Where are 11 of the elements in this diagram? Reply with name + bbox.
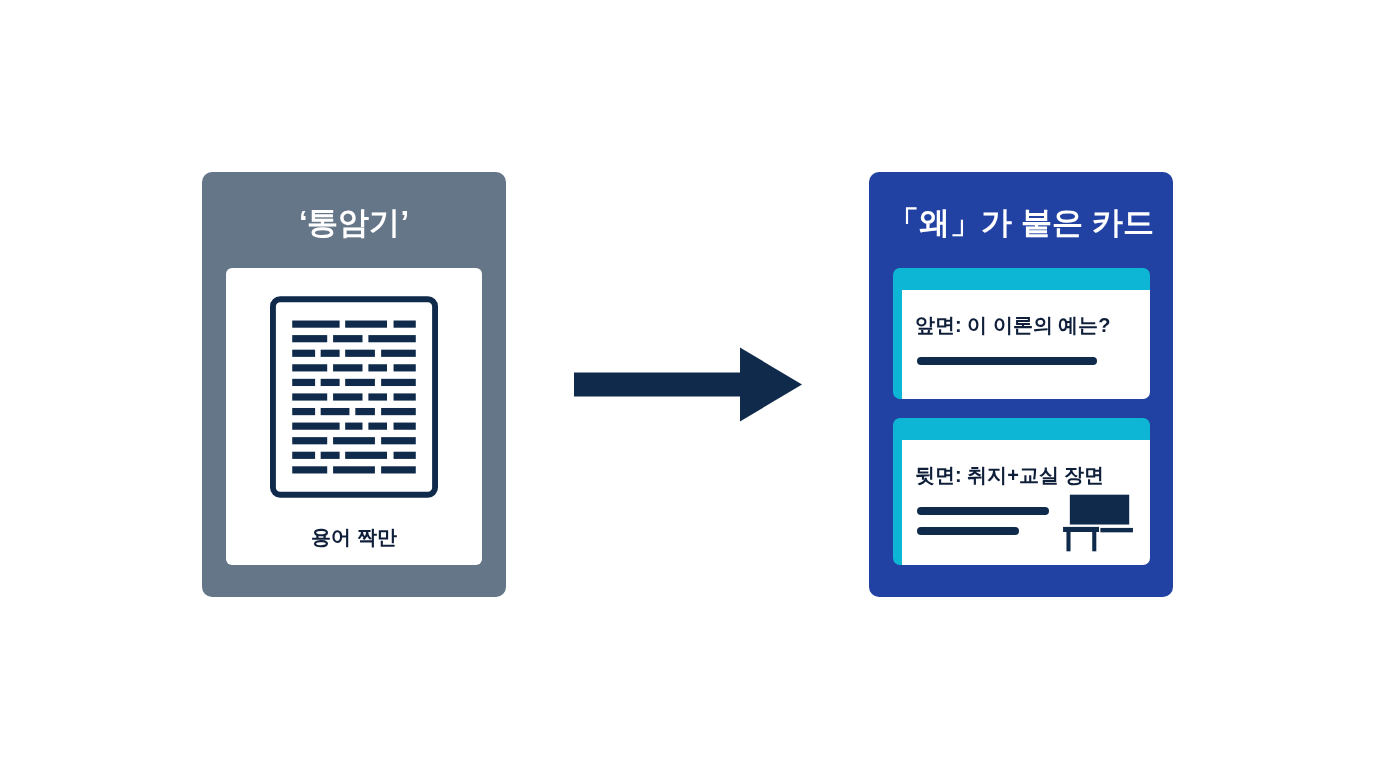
flashcard (893, 418, 1150, 565)
arrow (574, 347, 802, 422)
card (226, 268, 482, 565)
card-text: 앞면: 이 이론의 예는? (915, 314, 1111, 336)
panel-title: 「왜」가 붙은 카드 (888, 204, 1154, 242)
card-label: 용어 짝만 (311, 525, 397, 550)
panel (202, 172, 506, 597)
panel (869, 172, 1173, 597)
panel-title: ‘통암기’ (298, 204, 410, 242)
flashcard (893, 268, 1150, 399)
card-text: 뒷면: 취지+교실 장면 (915, 464, 1105, 486)
